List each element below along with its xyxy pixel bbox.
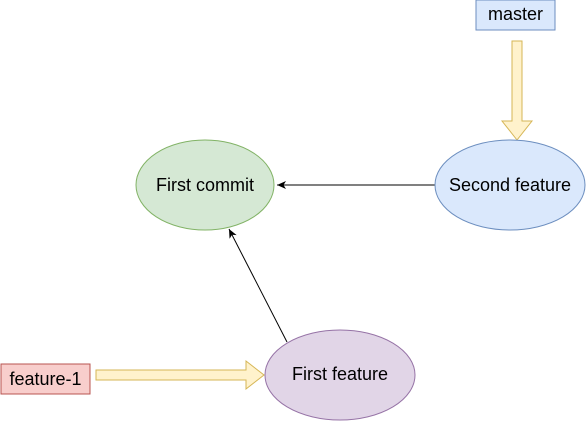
feature-1-label: feature-1	[9, 369, 81, 389]
second-feature-label: Second feature	[449, 175, 571, 195]
commit-node-first-commit[interactable]: First commit	[135, 139, 275, 231]
first-feature-label: First feature	[292, 364, 388, 384]
branch-label-feature-1[interactable]: feature-1	[0, 363, 91, 395]
commit-node-first-feature[interactable]: First feature	[264, 329, 416, 421]
feature-1-pointer-arrow	[95, 359, 265, 391]
master-label-box	[475, 0, 556, 31]
master-pointer-arrow	[500, 40, 534, 141]
second-feature-ellipse	[434, 139, 586, 231]
master-label: master	[488, 4, 543, 24]
first-commit-label: First commit	[156, 175, 254, 195]
first-commit-ellipse	[135, 139, 275, 231]
first-feature-ellipse	[264, 329, 416, 421]
branch-label-master[interactable]: master	[475, 0, 556, 31]
commit-node-second-feature[interactable]: Second feature	[434, 139, 586, 231]
edge-first-feature-to-first-commit	[228, 228, 288, 343]
feature-1-label-box	[0, 363, 91, 395]
